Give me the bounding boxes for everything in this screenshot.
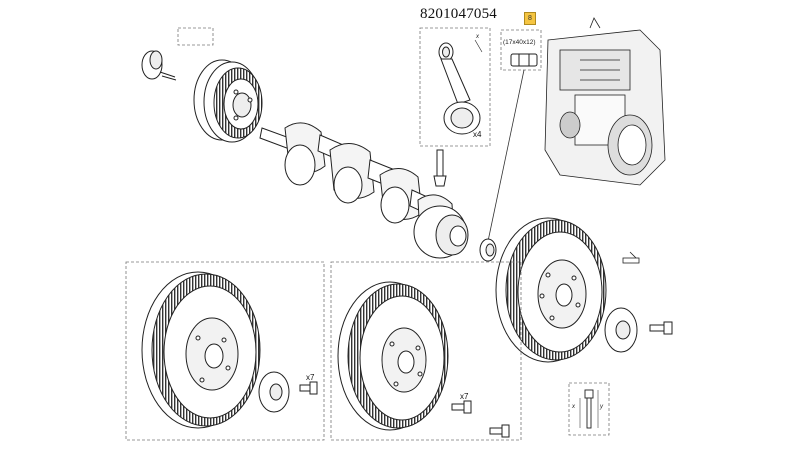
dual-mass-flywheel-left (141, 271, 261, 429)
pulley-bolt-cap (141, 50, 177, 81)
crankshaft (259, 122, 469, 259)
crankshaft-pulley (193, 59, 263, 143)
conrod-quantity: x4 (473, 130, 482, 139)
pilot-bearing-icon (510, 53, 538, 67)
flywheel-right (495, 217, 607, 363)
callout-leader (486, 69, 525, 247)
engine-illustration (544, 17, 666, 186)
callout-badge: 8 (524, 12, 536, 25)
connecting-rod (438, 39, 483, 135)
flywheel-bolt-right (649, 321, 673, 335)
flywheel-middle (337, 281, 449, 431)
bearing-size-label: (17x40x12) (503, 39, 536, 46)
spacer-plate-right (604, 307, 638, 353)
bolt-dim-y: y (600, 404, 603, 410)
bolt-dim-box (568, 382, 610, 436)
bolt-dimension-icon (579, 389, 599, 429)
dowel-pin (622, 251, 640, 264)
flywheel-bolt-middle (451, 400, 510, 438)
spacer-plate-left (258, 371, 290, 413)
pilot-bearing (479, 238, 497, 262)
bolt-quantity-middle: x7 (460, 392, 469, 401)
dual-mass-box-left (125, 261, 325, 441)
conrod-box (419, 27, 491, 147)
conrod-dim-x: x (476, 34, 479, 40)
part-number-label: 8201047054 (420, 6, 497, 22)
conrod-bolt (433, 149, 447, 187)
flywheel-bolt-left (299, 381, 318, 395)
placeholder-box (177, 27, 214, 46)
bearing-box (500, 29, 542, 71)
bolt-quantity-left: x7 (306, 373, 315, 382)
bolt-dim-x: x (572, 404, 575, 410)
flywheel-box-middle (330, 261, 522, 441)
